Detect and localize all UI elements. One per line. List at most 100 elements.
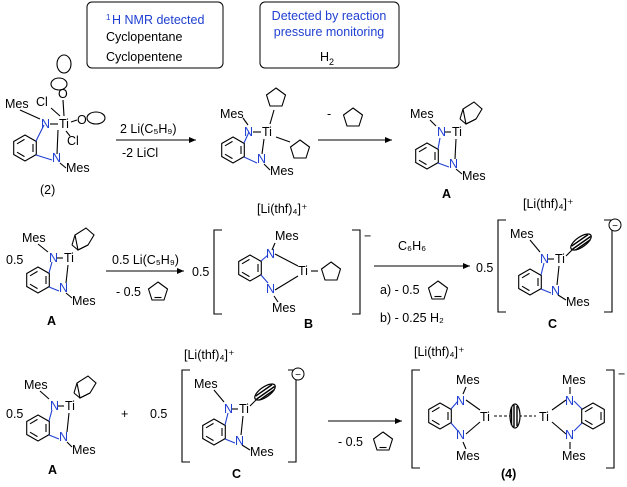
n-atom: N	[266, 282, 275, 296]
coefficient: 0.5	[6, 253, 23, 267]
pressure-box-item-sub: 2	[329, 57, 334, 67]
nmr-box-item: Cyclopentane	[106, 30, 182, 44]
ti-atom: Ti	[239, 402, 249, 416]
n-atom: N	[59, 281, 68, 295]
charge-minus: −	[612, 221, 618, 232]
compound-b-label: B	[304, 317, 313, 331]
step-a: a) - 0.5	[380, 283, 420, 297]
compound-4-label: (4)	[501, 467, 516, 481]
n-atom: N	[551, 284, 560, 298]
compound-a-row1: N N Ti Mes Mes A	[410, 101, 486, 201]
mes-label: Mes	[510, 227, 534, 241]
n-atom: N	[456, 394, 465, 408]
cation-label: [Li(thf)₄]⁺	[414, 345, 465, 359]
n-atom: N	[437, 125, 446, 139]
mes-label: Mes	[410, 107, 434, 121]
n-atom: N	[565, 394, 574, 408]
solvent-benzene: C₆H₆	[398, 239, 426, 253]
ti-atom: Ti	[452, 125, 462, 139]
compound-4: − N N Ti Mes Mes Ti N N Mes Mes (4)	[411, 367, 625, 481]
compound-a-label: A	[47, 314, 56, 328]
reagent-li-c5h9: 0.5 Li(C₅H₉)	[112, 253, 179, 267]
coefficient: 0.5	[192, 265, 209, 279]
coefficient: 0.5	[476, 261, 493, 275]
compound-c-row2: − N N Ti Mes Mes C	[497, 218, 622, 331]
coefficient: 0.5	[150, 407, 167, 421]
compound-c-row3: − N N Ti Mes Mes C	[181, 367, 305, 481]
n-atom: N	[41, 117, 50, 131]
nmr-box: 1 H NMR detected Cyclopentane Cyclopente…	[86, 1, 224, 69]
reagent-li-c5h9: 2 Li(C₅H₉)	[120, 122, 177, 136]
mes-label: Mes	[562, 449, 586, 463]
mes-label: Mes	[272, 301, 296, 315]
pressure-box-heading-line2: pressure monitoring	[274, 25, 385, 39]
nmr-box-heading: H NMR detected	[112, 13, 204, 27]
mes-label: Mes	[72, 294, 96, 308]
mes-label: Mes	[250, 445, 274, 459]
n-atom: N	[59, 430, 68, 444]
ti-atom: Ti	[298, 264, 308, 278]
compound-2-label: (2)	[40, 183, 55, 197]
compound-a-row2: N N Ti Mes Mes A	[22, 227, 96, 328]
compound-a-label: A	[48, 463, 57, 477]
byproduct-licl: -2 LiCl	[122, 146, 158, 160]
mes-label: Mes	[456, 449, 480, 463]
pressure-box-item: H	[320, 50, 329, 64]
pressure-box-heading-line1: Detected by reaction	[272, 9, 387, 23]
mes-label: Mes	[66, 161, 90, 175]
ti-atom: Ti	[555, 252, 565, 266]
coefficient: 0.5	[6, 407, 23, 421]
mes-label: Mes	[456, 373, 480, 387]
cation-label: [Li(thf)₄]⁺	[257, 202, 308, 216]
mes-label: Mes	[72, 443, 96, 457]
mes-label: Mes	[22, 231, 46, 245]
charge-minus: −	[364, 229, 371, 243]
mes-label: Mes	[462, 169, 486, 183]
n-atom: N	[266, 247, 275, 261]
ti-atom: Ti	[480, 410, 490, 424]
o-label: O	[58, 87, 68, 101]
compound-a-row3: N N Ti Mes Mes A	[24, 375, 97, 477]
charge-minus: −	[618, 367, 625, 381]
n-atom: N	[50, 399, 59, 413]
compound-2: N N Ti Mes Cl O O Cl Mes (2)	[5, 54, 106, 197]
nmr-box-sup: 1	[106, 13, 111, 22]
mes-label: Mes	[566, 295, 590, 309]
n-atom: N	[449, 157, 458, 171]
step-b: b) - 0.25 H₂	[380, 311, 444, 325]
ti-atom: Ti	[64, 251, 74, 265]
ti-atom: Ti	[262, 125, 272, 139]
n-atom: N	[235, 434, 244, 448]
n-atom: N	[244, 125, 253, 139]
compound-c-label: C	[548, 317, 557, 331]
charge-minus: −	[295, 370, 301, 381]
n-atom: N	[456, 428, 465, 442]
minus-sign: -	[327, 107, 331, 121]
n-atom: N	[257, 152, 266, 166]
cl-label: Cl	[36, 95, 48, 109]
mes-label: Mes	[194, 377, 218, 391]
mes-label: Mes	[220, 107, 244, 121]
n-atom: N	[52, 151, 61, 165]
cation-label: [Li(thf)₄]⁺	[184, 348, 235, 362]
compound-c-label: C	[232, 467, 241, 481]
pressure-box: Detected by reaction pressure monitoring…	[259, 1, 400, 69]
ti-atom: Ti	[65, 399, 75, 413]
mes-label: Mes	[24, 378, 48, 392]
loss-cyclopentene: - 0.5	[338, 435, 363, 449]
dialkyl-intermediate: N N Ti Mes Mes	[220, 87, 311, 178]
n-atom: N	[540, 252, 549, 266]
loss-cyclopentene: - 0.5	[116, 285, 141, 299]
o-label: O	[77, 113, 87, 127]
n-atom: N	[565, 428, 574, 442]
ti-atom: Ti	[539, 410, 549, 424]
compound-a-label: A	[442, 187, 451, 201]
mes-label: Mes	[270, 164, 294, 178]
cl-label: Cl	[67, 134, 79, 148]
cation-label: [Li(thf)₄]⁺	[523, 197, 574, 211]
mes-label: Mes	[562, 373, 586, 387]
ti-atom: Ti	[59, 117, 69, 131]
n-atom: N	[224, 402, 233, 416]
compound-b: − N N Ti Mes Mes B	[213, 229, 371, 331]
